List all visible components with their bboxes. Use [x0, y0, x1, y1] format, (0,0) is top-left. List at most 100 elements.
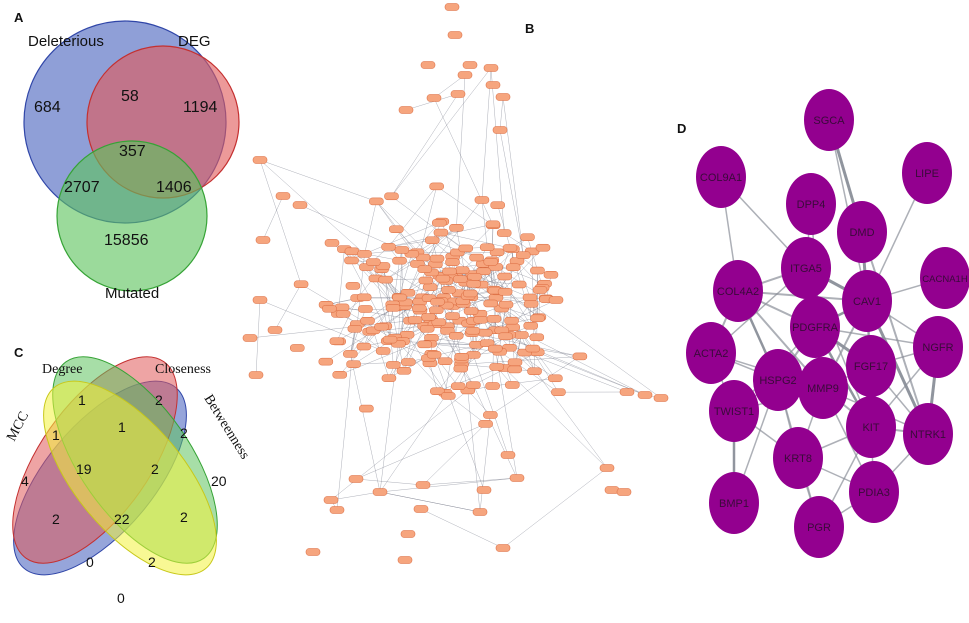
ppi-node — [449, 224, 464, 232]
ppi-node — [445, 258, 460, 266]
ppi-edge — [379, 491, 481, 513]
ppi-node — [366, 258, 381, 266]
ppi-edge — [262, 195, 284, 241]
venn-c-count: 19 — [76, 461, 92, 477]
ppi-node — [479, 243, 495, 252]
venn-a-count-deg-only: 1194 — [183, 99, 218, 116]
venn-c-count: 2 — [180, 425, 188, 441]
ppi-node — [448, 332, 464, 340]
panel-b: B — [242, 3, 669, 564]
venn-c-count: 0 — [86, 554, 94, 570]
ppi-node — [348, 475, 364, 483]
hub-node-label: CACNA1H — [922, 274, 968, 285]
ppi-node — [527, 367, 542, 376]
ppi-node — [267, 326, 283, 334]
ppi-edge — [456, 74, 466, 228]
ppi-node — [412, 304, 427, 313]
hub-node-acta2: ACTA2 — [686, 322, 736, 384]
ppi-edge — [492, 378, 556, 387]
panel-b-label: B — [525, 21, 534, 36]
ppi-node — [522, 293, 538, 302]
ppi-node — [498, 300, 514, 309]
ppi-edge — [355, 478, 424, 486]
hub-node-label: TWIST1 — [714, 406, 754, 418]
ppi-edge — [440, 232, 477, 258]
hub-node-cacna1h: CACNA1H — [920, 247, 969, 309]
ppi-node — [324, 239, 340, 247]
ppi-node — [344, 247, 360, 256]
ppi-node — [401, 358, 416, 366]
ppi-edge — [391, 67, 492, 197]
ppi-node — [422, 283, 438, 291]
ppi-edge — [538, 289, 541, 318]
venn-c-set-label-mcc: MCC — [4, 409, 32, 444]
hub-node-pgr: PGR — [794, 496, 844, 558]
hub-node-shape — [903, 403, 953, 465]
ppi-node — [530, 266, 545, 275]
ppi-node — [255, 236, 271, 244]
ppi-edge — [502, 467, 608, 549]
ppi-node — [466, 381, 481, 389]
ppi-edge — [391, 93, 459, 197]
ppi-node — [447, 31, 463, 39]
ppi-node — [492, 126, 508, 134]
ppi-edge — [405, 93, 459, 111]
ppi-node — [500, 451, 516, 459]
ppi-edge — [433, 354, 485, 491]
ppi-node — [441, 392, 456, 400]
ppi-node — [548, 296, 564, 304]
ppi-node — [619, 388, 635, 396]
ppi-node — [397, 556, 413, 564]
hub-node-lipe: LIPE — [902, 142, 952, 204]
ppi-edge — [502, 96, 524, 256]
hub-node-shape — [902, 142, 952, 204]
ppi-node — [429, 182, 444, 191]
ppi-node — [497, 272, 512, 281]
panel-c: C Degree Closeness MCC Betweenness 1 2 1… — [4, 345, 252, 606]
ppi-node — [457, 71, 473, 79]
ppi-edge — [473, 319, 481, 355]
hub-node-shape — [753, 349, 803, 411]
hub-node-fgf17: FGF17 — [846, 335, 896, 397]
ppi-node — [599, 464, 615, 472]
ppi-node — [382, 335, 398, 344]
ppi-edge — [336, 328, 356, 511]
hub-node-mmp9: MMP9 — [798, 357, 848, 419]
hub-node-label: CAV1 — [853, 296, 881, 308]
ppi-edge — [537, 352, 646, 396]
hub-node-label: KIT — [862, 422, 879, 434]
ppi-node — [400, 530, 416, 538]
venn-c-count: 1 — [78, 392, 86, 408]
hub-node-twist1: TWIST1 — [709, 380, 759, 442]
ppi-node — [525, 344, 540, 353]
ppi-edge — [516, 261, 538, 319]
ppi-node — [293, 280, 309, 288]
ppi-edge — [429, 343, 500, 352]
hub-node-label: DPP4 — [797, 199, 826, 211]
hub-node-label: LIPE — [915, 168, 939, 180]
hub-node-bmp1: BMP1 — [709, 472, 759, 534]
ppi-node — [347, 325, 363, 333]
hub-node-shape — [837, 201, 887, 263]
ppi-node — [476, 267, 491, 276]
ppi-node — [474, 196, 490, 204]
ppi-edge — [420, 508, 504, 549]
hub-node-kit: KIT — [846, 396, 896, 458]
ppi-node — [532, 286, 548, 294]
venn-c-ellipse-betweenness — [43, 380, 217, 576]
ppi-node — [426, 94, 442, 102]
ppi-edge — [481, 67, 492, 200]
hub-node-label: FGF17 — [854, 361, 888, 373]
hub-node-label: PDGFRA — [792, 322, 839, 334]
hub-node-shape — [781, 237, 831, 299]
ppi-edge — [379, 354, 474, 493]
venn-a-set-label-deg: DEG — [178, 33, 211, 50]
ppi-node — [322, 304, 337, 313]
venn-c-count: 4 — [21, 473, 29, 489]
ppi-node — [305, 548, 321, 556]
ppi-node — [505, 381, 520, 389]
panel-a: A Deleterious DEG Mutated 684 58 1194 35… — [14, 10, 240, 302]
ppi-node — [548, 374, 563, 383]
ppi-node — [375, 347, 391, 355]
